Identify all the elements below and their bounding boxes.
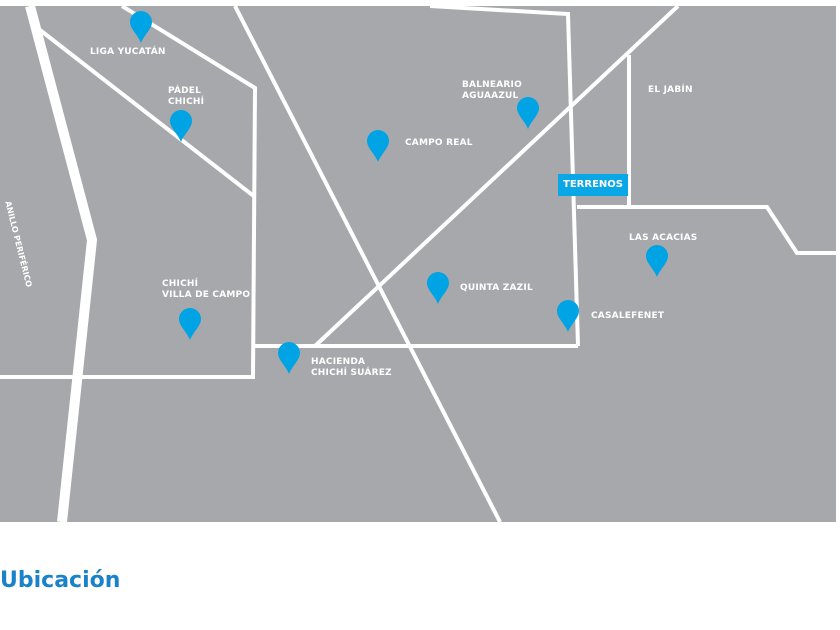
road: [233, 5, 502, 523]
label-line: CHICHÍ SUÁREZ: [311, 368, 392, 378]
road: [0, 4, 258, 379]
map-pin-icon[interactable]: [278, 342, 300, 374]
map-pin-icon[interactable]: [367, 130, 389, 162]
map-pin-icon[interactable]: [557, 300, 579, 332]
label-line: PÁDEL: [168, 86, 202, 96]
map-pin-icon[interactable]: [130, 11, 152, 43]
road: [313, 4, 680, 348]
road: [577, 205, 836, 255]
place-label-liga-yucatan: LIGA YUCATÁN: [90, 47, 166, 58]
map-background: [0, 6, 836, 522]
road-anillo-periferico: [25, 4, 98, 523]
place-label-quinta-zazil: QUINTA ZAZIL: [460, 283, 533, 294]
road: [429, 4, 580, 347]
terrenos-marker[interactable]: TERRENOS: [558, 174, 628, 196]
label-line: CHICHÍ: [168, 97, 205, 107]
label-line: EL JABÍN: [648, 85, 693, 95]
label-line: CHICHÍ: [162, 279, 199, 289]
place-label-el-jabin: EL JABÍN: [648, 85, 693, 96]
label-line: VILLA DE CAMPO: [162, 290, 251, 300]
label-line: AGUAAZUL: [462, 91, 519, 101]
label-line: LIGA YUCATÁN: [90, 47, 166, 57]
place-label-las-acacias: LAS ACACIAS: [629, 233, 697, 244]
section-title: Ubicación: [0, 568, 121, 593]
label-line: HACIENDA: [311, 357, 366, 367]
map-pin-icon[interactable]: [427, 272, 449, 304]
map-pin-icon[interactable]: [179, 308, 201, 340]
label-line: LAS ACACIAS: [629, 233, 698, 243]
road: [38, 28, 257, 199]
label-line: CASALEFENET: [591, 311, 665, 321]
map-pin-icon[interactable]: [170, 110, 192, 142]
place-label-casalefenet: CASALEFENET: [591, 311, 664, 322]
label-line: CAMPO REAL: [405, 138, 473, 148]
map-pin-icon[interactable]: [517, 97, 539, 129]
map: [0, 4, 836, 523]
place-label-campo-real: CAMPO REAL: [405, 138, 473, 149]
label-line: BALNEARIO: [462, 80, 522, 90]
map-pin-icon[interactable]: [646, 245, 668, 277]
label-line: QUINTA ZAZIL: [460, 283, 533, 293]
